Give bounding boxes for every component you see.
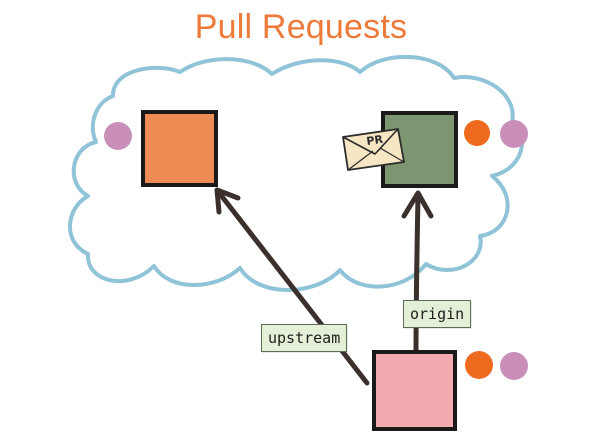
origin-orange-dot (464, 120, 490, 146)
envelope-label: PR (366, 133, 385, 148)
upstream-label: upstream (261, 324, 348, 352)
local-orange-dot (465, 351, 493, 379)
page-title: Pull Requests (194, 8, 408, 46)
pr-envelope-icon: PR (342, 128, 405, 171)
arrow-to-origin-head (401, 190, 434, 219)
upstream-purple-dot (104, 122, 132, 150)
origin-purple-dot (500, 120, 528, 148)
local-purple-dot (500, 352, 528, 380)
upstream-repo (141, 110, 218, 187)
origin-label: origin (403, 300, 472, 328)
arrow-to-upstream-head (214, 187, 241, 215)
local-repo (372, 350, 457, 431)
arrow-to-origin (413, 193, 421, 355)
